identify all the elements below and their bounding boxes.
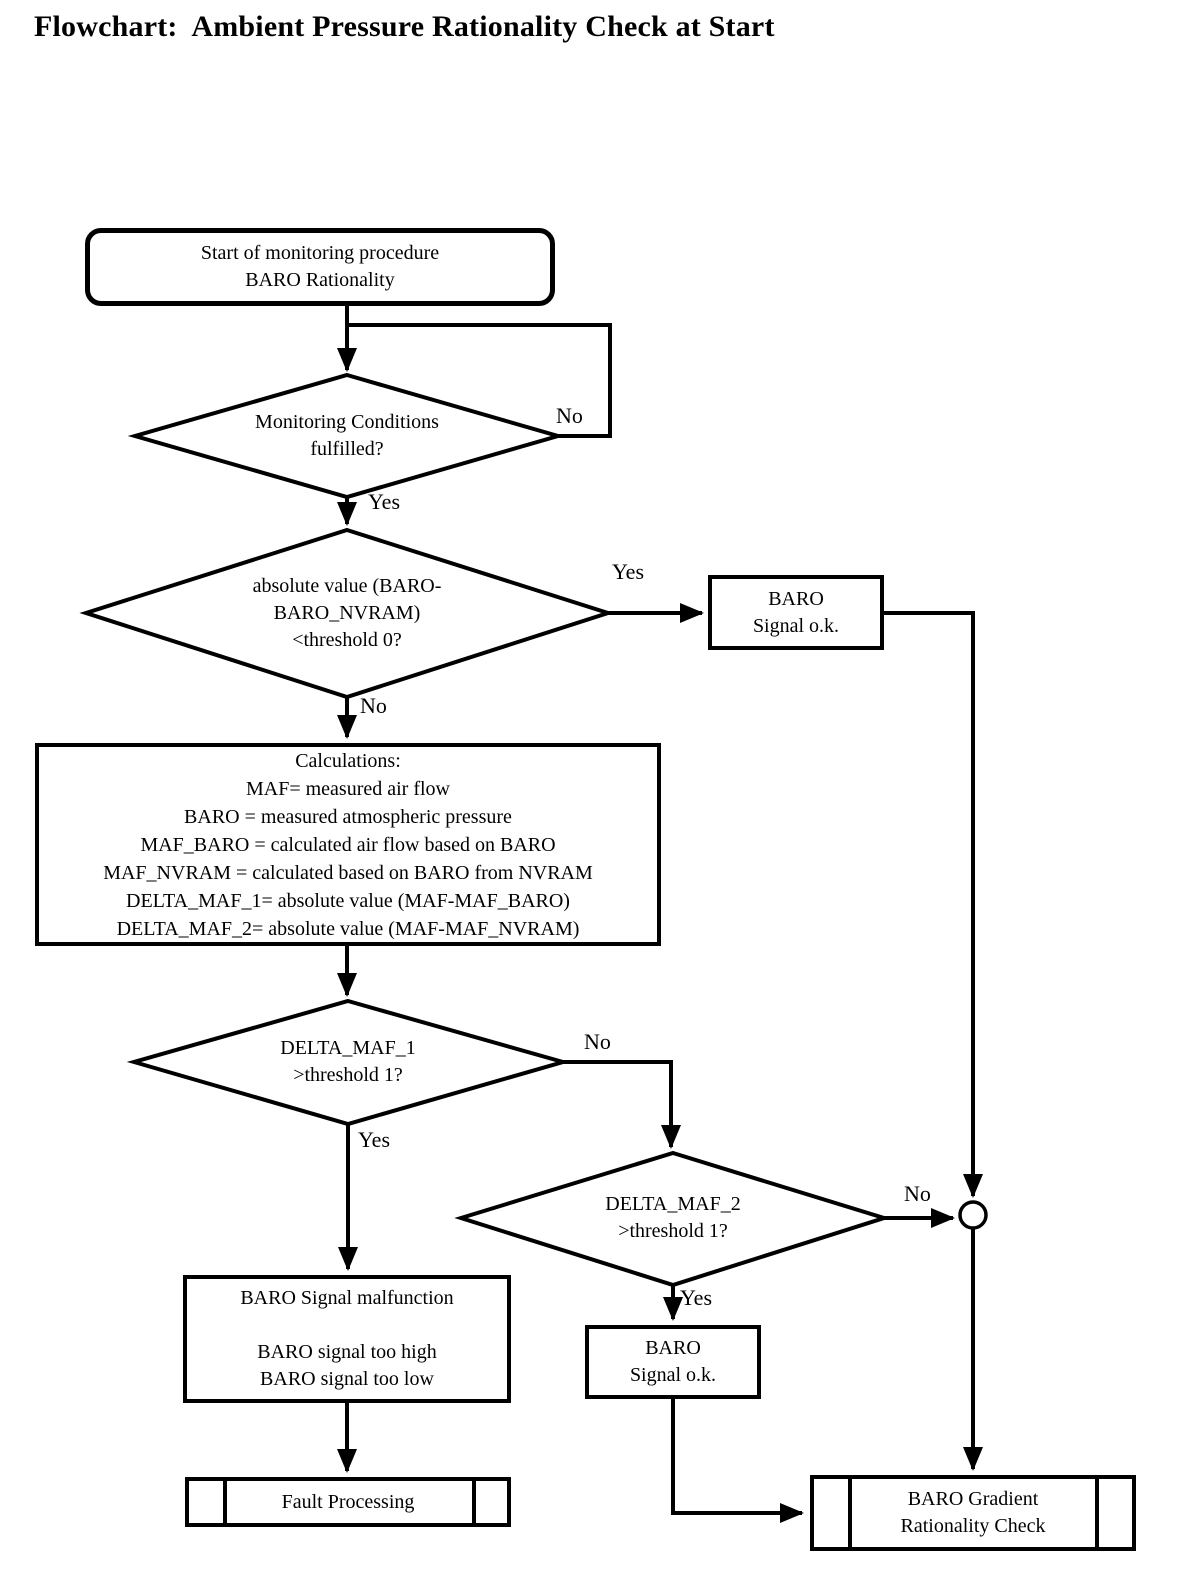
edge-label-monitoring-no: No: [556, 403, 583, 428]
arrow-ok-bottom-to-gradient: [671, 1398, 804, 1523]
predefined-baro-gradient-check-label: BARO Gradient Rationality Check: [900, 1488, 1046, 1537]
process-baro-signal-ok-bottom: BARO Signal o.k.: [585, 1325, 761, 1399]
process-baro-signal-malfunction: BARO Signal malfunction BARO signal too …: [183, 1275, 511, 1403]
predefined-fault-processing: Fault Processing: [185, 1477, 511, 1527]
predefined-left-bar: [223, 1481, 227, 1523]
arrow-ok-top-to-junction: [883, 611, 983, 1198]
edge-label-maf2-yes: Yes: [680, 1285, 713, 1310]
start-node-label: Start of monitoring procedure BARO Ratio…: [200, 242, 440, 291]
decision-delta-maf-1: [126, 998, 571, 1127]
edge-label-nvram-no: No: [360, 693, 387, 718]
predefined-baro-gradient-check: BARO Gradient Rationality Check: [810, 1475, 1136, 1551]
edge-label-monitoring-yes: Yes: [368, 489, 401, 514]
edge-label-maf1-no: No: [584, 1029, 611, 1054]
process-baro-signal-ok-top-label: BARO Signal o.k.: [752, 587, 840, 637]
predefined-right-bar: [1095, 1479, 1099, 1547]
junction-connector-circle: [958, 1200, 988, 1230]
edge-monitoring-no-loop: [349, 323, 612, 438]
edge-label-maf2-no: No: [904, 1181, 931, 1206]
process-calculations: Calculations: MAF= measured air flow BAR…: [35, 743, 661, 946]
page-title: Flowchart: Ambient Pressure Rationality …: [34, 10, 775, 43]
process-baro-signal-malfunction-label: BARO Signal malfunction BARO signal too …: [240, 1287, 454, 1390]
decision-baro-nvram-check: [79, 527, 615, 700]
arrow-maf1-no: [563, 1060, 681, 1149]
process-baro-signal-ok-top: BARO Signal o.k.: [708, 575, 884, 650]
start-node: Start of monitoring procedure BARO Ratio…: [85, 228, 555, 306]
edge-label-nvram-yes: Yes: [612, 559, 645, 584]
decision-delta-maf-2: [454, 1150, 891, 1288]
process-baro-signal-ok-bottom-label: BARO Signal o.k.: [629, 1337, 717, 1386]
predefined-right-bar: [472, 1481, 476, 1523]
process-calculations-label: Calculations: MAF= measured air flow BAR…: [103, 749, 593, 940]
predefined-left-bar: [848, 1479, 852, 1547]
decision-monitoring-conditions: [127, 372, 566, 500]
predefined-fault-processing-label: Fault Processing: [281, 1490, 415, 1513]
edge-label-maf1-yes: Yes: [358, 1127, 391, 1152]
